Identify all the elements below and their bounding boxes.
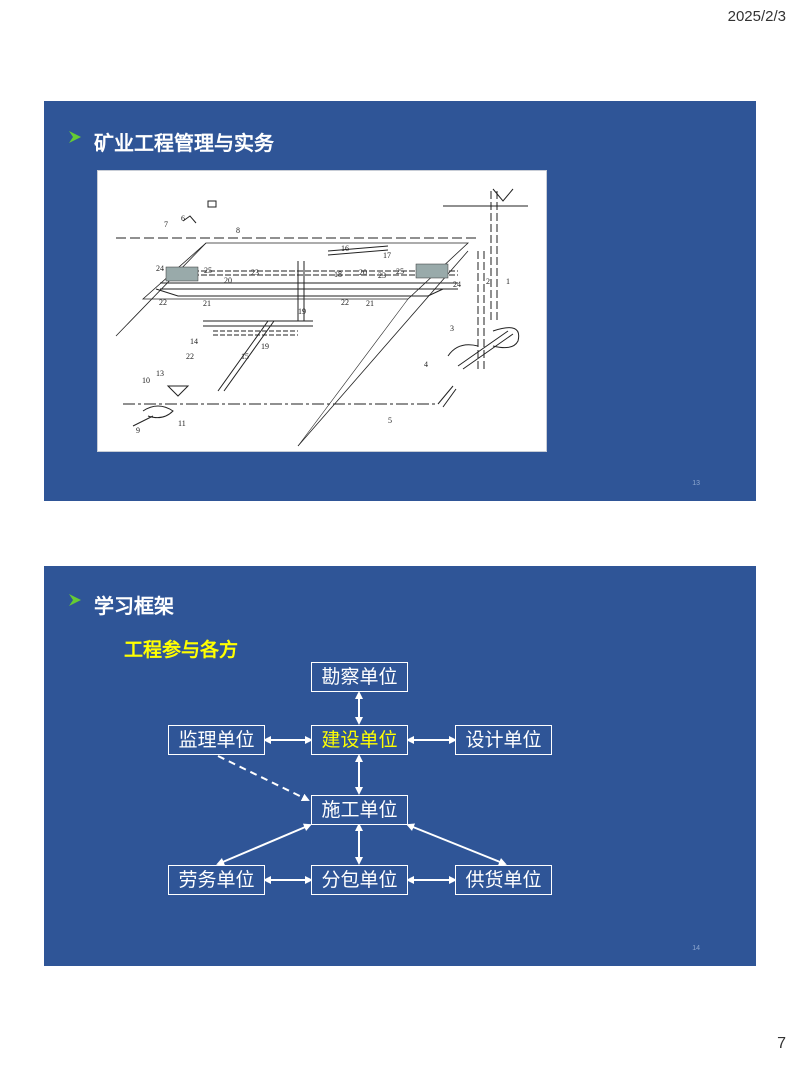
figure-label: 6 — [181, 214, 185, 223]
figure-label: 21 — [203, 299, 211, 308]
figure-label: 2 — [486, 277, 490, 286]
figure-label: 22 — [159, 298, 167, 307]
node-jianli: 监理单位 — [168, 725, 265, 755]
connector-shigong-gonghuo — [406, 823, 507, 866]
node-jianshe: 建设单位 — [311, 725, 408, 755]
org-connectors — [216, 691, 507, 884]
figure-label: 16 — [341, 244, 349, 253]
node-laowu: 劳务单位 — [168, 865, 265, 895]
figure-label: 10 — [142, 376, 150, 385]
figure-label: 9 — [136, 426, 140, 435]
figure-label: 18 — [334, 270, 342, 279]
node-kancha: 勘察单位 — [311, 662, 408, 692]
figure-label: 7 — [164, 220, 168, 229]
figure-label: 3 — [450, 324, 454, 333]
figure-label: 23 — [251, 268, 259, 277]
node-fenbao: 分包单位 — [311, 865, 408, 895]
slide-number: 13 — [692, 480, 700, 487]
slide-title-text: 学习框架 — [94, 594, 174, 618]
figure-label: 4 — [424, 360, 428, 369]
slide-subtitle: 工程参与各方 — [124, 639, 239, 661]
figure-label: 13 — [156, 369, 164, 378]
node-sheji: 设计单位 — [455, 725, 552, 755]
figure-label: 25 — [204, 266, 212, 275]
figure-label: 14 — [190, 337, 198, 346]
slide-13: 矿业工程管理与实务 — [44, 101, 756, 501]
figure-label: 19 — [261, 342, 269, 351]
figure-label: 24 — [156, 264, 164, 273]
figure-label: 15 — [241, 352, 249, 361]
figure-label: 25 — [396, 267, 404, 276]
slide-title-text: 矿业工程管理与实务 — [94, 131, 274, 155]
slide-title: 学习框架 — [69, 590, 174, 619]
figure-label: 1 — [506, 277, 510, 286]
page-number: 7 — [777, 1035, 786, 1052]
figure-label: 21 — [366, 299, 374, 308]
figure-label: 8 — [236, 226, 240, 235]
figure-label: 22 — [186, 352, 194, 361]
slide-14: 学习框架 工程参与各方 勘察单位 监理单位 建设单位 设计单位 施工单位 劳务单… — [44, 566, 756, 966]
figure-label: 20 — [359, 268, 367, 277]
figure-label: 17 — [383, 251, 391, 260]
arrow-bullet-icon — [69, 131, 81, 143]
mine-layout-drawing: 1 2 3 4 5 6 7 8 9 10 11 13 14 15 16 17 1… — [115, 188, 528, 447]
slide-title: 矿业工程管理与实务 — [69, 127, 274, 156]
figure-label: 20 — [224, 276, 232, 285]
arrow-bullet-icon — [69, 594, 81, 606]
node-shigong: 施工单位 — [311, 795, 408, 825]
figure-label: 19 — [298, 307, 306, 316]
connector-jianli-shigong-dashed — [217, 755, 310, 801]
figure-label: 5 — [388, 416, 392, 425]
node-gonghuo: 供货单位 — [455, 865, 552, 895]
connector-shigong-laowu — [216, 823, 312, 866]
figure-label: 22 — [341, 298, 349, 307]
figure-label: 23 — [378, 271, 386, 280]
mine-layout-diagram: 1 2 3 4 5 6 7 8 9 10 11 13 14 15 16 17 1… — [97, 170, 547, 452]
figure-label: 24 — [453, 280, 461, 289]
page-date: 2025/2/3 — [727, 8, 786, 25]
slide-number: 14 — [692, 945, 700, 952]
figure-label: 11 — [178, 419, 186, 428]
